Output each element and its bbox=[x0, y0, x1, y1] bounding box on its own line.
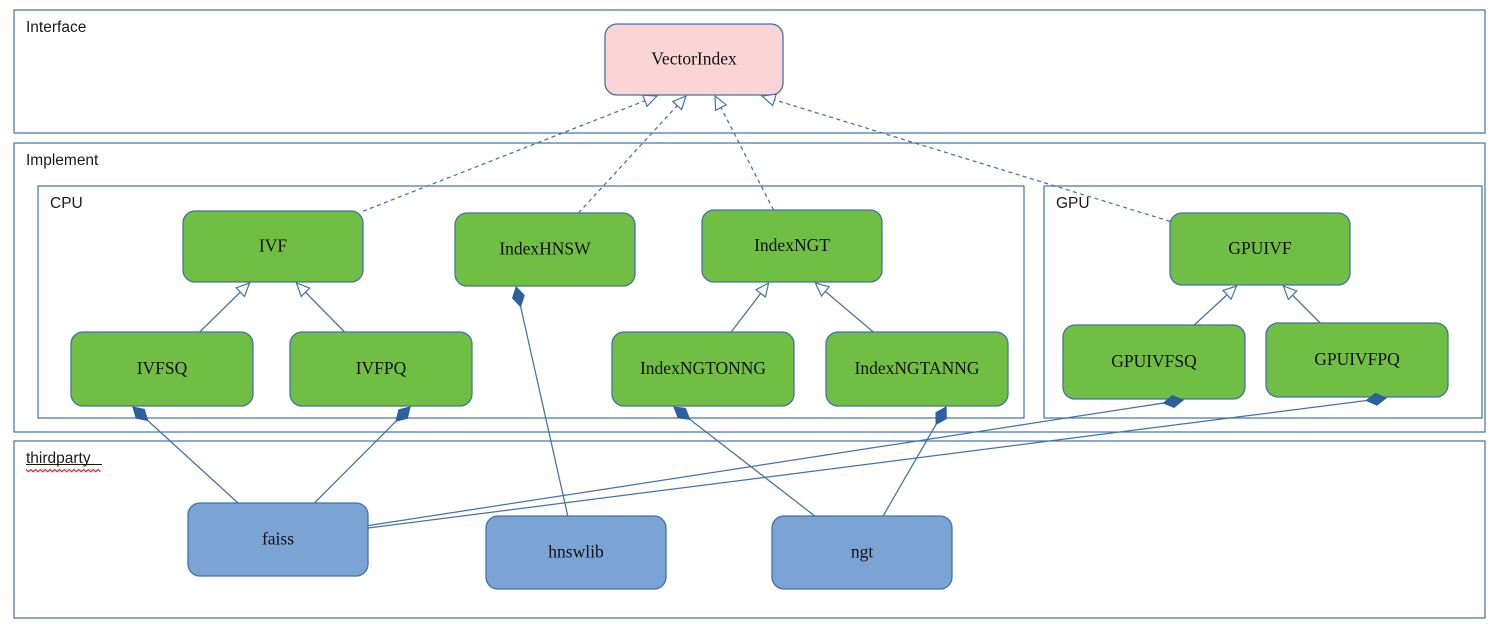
node-label-gpuivf: GPUIVF bbox=[1228, 238, 1291, 258]
generalization-arrowhead-gpuivfpq-gpuivf bbox=[1282, 284, 1298, 301]
generalization-arrowhead-ivfsq-ivf bbox=[235, 281, 251, 298]
generalization-arrowhead-gpuivfsq-gpuivf bbox=[1221, 285, 1238, 301]
composition-diamond-faiss-gpuivfsq bbox=[1162, 395, 1185, 409]
node-gpuivf[interactable]: GPUIVF bbox=[1169, 212, 1351, 286]
node-label-gpuivfsq: GPUIVFSQ bbox=[1111, 351, 1197, 371]
node-box-gpuivfpq[interactable] bbox=[1265, 322, 1449, 398]
node-gpuivfsq[interactable]: GPUIVFSQ bbox=[1062, 324, 1246, 400]
node-label-ngt: ngt bbox=[851, 542, 874, 562]
node-ivfsq[interactable]: IVFSQ bbox=[70, 331, 254, 407]
node-box-faiss[interactable] bbox=[187, 502, 369, 577]
container-label-cpu: CPU bbox=[50, 195, 83, 212]
edge-ivf-vectorindex bbox=[362, 95, 658, 212]
node-label-indexngt: IndexNGT bbox=[754, 235, 830, 255]
node-box-ivf[interactable] bbox=[182, 210, 364, 283]
node-label-faiss: faiss bbox=[262, 529, 294, 549]
node-indexngtonng[interactable]: IndexNGTONNG bbox=[611, 331, 795, 407]
generalization-arrowhead-ivf-vectorindex bbox=[641, 94, 659, 108]
edge-ngt-indexngtonng bbox=[673, 406, 816, 517]
node-box-hnswlib[interactable] bbox=[485, 515, 667, 590]
node-ngt[interactable]: ngt bbox=[771, 515, 953, 590]
node-indexngtanng[interactable]: IndexNGTANNG bbox=[825, 331, 1009, 407]
edge-hnswlib-indexhnsw bbox=[515, 286, 569, 517]
node-gpuivfpq[interactable]: GPUIVFPQ bbox=[1265, 322, 1449, 398]
node-indexngt[interactable]: IndexNGT bbox=[701, 209, 883, 283]
node-box-vectorindex[interactable] bbox=[604, 23, 784, 96]
node-ivfpq[interactable]: IVFPQ bbox=[289, 331, 473, 407]
node-box-indexngt[interactable] bbox=[701, 209, 883, 283]
generalization-arrowhead-ivfpq-ivf bbox=[295, 281, 311, 298]
container-label-thirdparty: thirdparty bbox=[26, 450, 91, 467]
node-ivf[interactable]: IVF bbox=[182, 210, 364, 283]
node-label-indexngtonng: IndexNGTONNG bbox=[640, 358, 766, 378]
node-box-indexngtonng[interactable] bbox=[611, 331, 795, 407]
node-label-ivfsq: IVFSQ bbox=[137, 358, 188, 378]
node-box-ivfpq[interactable] bbox=[289, 331, 473, 407]
node-label-indexhnsw: IndexHNSW bbox=[499, 239, 591, 259]
composition-diamond-faiss-ivfsq bbox=[132, 406, 149, 422]
generalization-arrowhead-gpuivf-vectorindex bbox=[760, 93, 778, 107]
node-box-ivfsq[interactable] bbox=[70, 331, 254, 407]
edge-faiss-ivfsq bbox=[132, 406, 239, 504]
node-label-vectorindex: VectorIndex bbox=[651, 49, 737, 69]
composition-diamond-faiss-ivfpq bbox=[395, 406, 411, 422]
node-indexhnsw[interactable]: IndexHNSW bbox=[454, 212, 636, 287]
composition-diamond-hnswlib-indexhnsw bbox=[511, 286, 525, 308]
node-box-indexngtanng[interactable] bbox=[825, 331, 1009, 407]
spellcheck-squiggle-thirdparty bbox=[25, 468, 101, 473]
edge-faiss-ivfpq bbox=[313, 406, 411, 504]
node-label-gpuivfpq: GPUIVFPQ bbox=[1314, 349, 1400, 369]
node-box-indexhnsw[interactable] bbox=[454, 212, 636, 287]
edge-indexngt-vectorindex bbox=[714, 95, 775, 211]
composition-diamond-ngt-indexngtonng bbox=[673, 406, 691, 420]
node-hnswlib[interactable]: hnswlib bbox=[485, 515, 667, 590]
container-label-gpu: GPU bbox=[1056, 195, 1090, 212]
node-box-gpuivf[interactable] bbox=[1169, 212, 1351, 286]
generalization-arrowhead-indexngt-vectorindex bbox=[714, 94, 728, 112]
edge-markers-layer bbox=[132, 93, 1388, 426]
node-box-ngt[interactable] bbox=[771, 515, 953, 590]
node-label-ivfpq: IVFPQ bbox=[356, 358, 407, 378]
node-box-gpuivfsq[interactable] bbox=[1062, 324, 1246, 400]
edges-layer bbox=[132, 95, 1387, 529]
node-vectorindex[interactable]: VectorIndex bbox=[604, 23, 784, 96]
node-label-hnswlib: hnswlib bbox=[548, 542, 604, 562]
node-faiss[interactable]: faiss bbox=[187, 502, 369, 577]
generalization-arrowhead-indexhnsw-vectorindex bbox=[671, 94, 687, 111]
generalization-arrowhead-indexngtonng-indexngt bbox=[754, 281, 770, 299]
edge-ngt-indexngtanng bbox=[882, 406, 947, 517]
edge-indexhnsw-vectorindex bbox=[578, 95, 687, 214]
node-label-indexngtanng: IndexNGTANNG bbox=[855, 358, 980, 378]
composition-diamond-ngt-indexngtanng bbox=[935, 406, 947, 426]
edge-gpuivf-vectorindex bbox=[761, 95, 1171, 222]
container-label-interface: Interface bbox=[26, 19, 86, 36]
node-label-ivf: IVF bbox=[259, 236, 287, 256]
container-label-implement: Implement bbox=[26, 152, 99, 169]
edge-faiss-gpuivfsq bbox=[367, 399, 1184, 527]
composition-diamond-faiss-gpuivfpq bbox=[1365, 392, 1388, 406]
edge-faiss-gpuivfpq bbox=[367, 397, 1387, 529]
generalization-arrowhead-indexngtanng-indexngt bbox=[814, 282, 831, 298]
